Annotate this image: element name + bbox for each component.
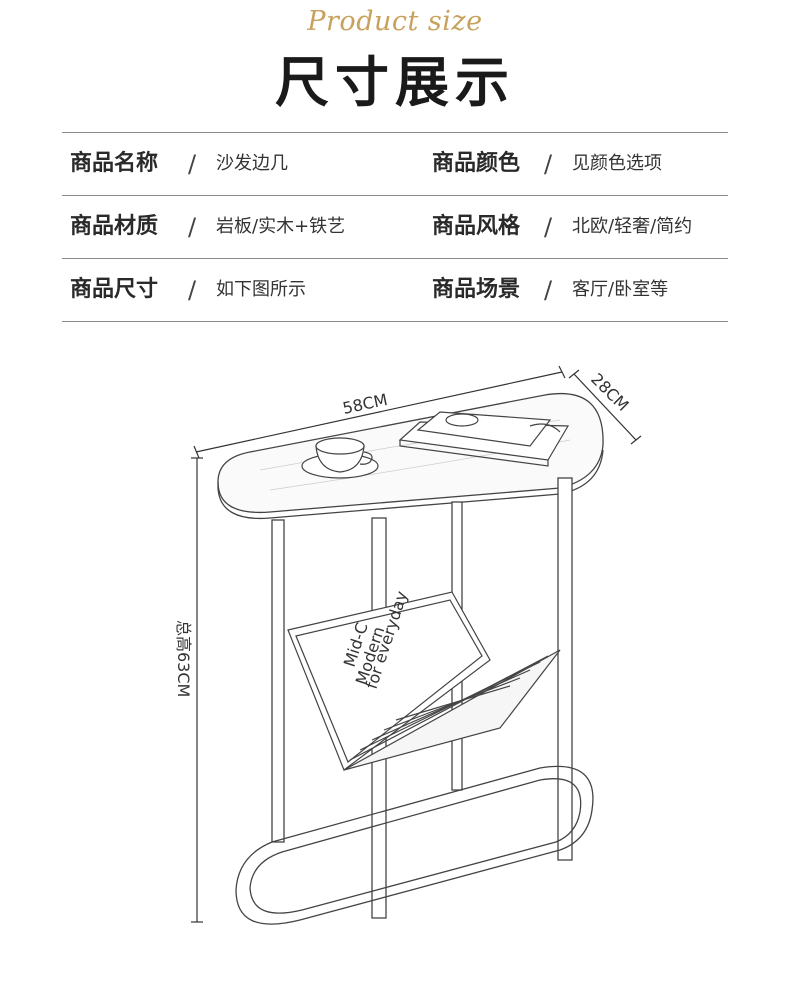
spec-value-size: 如下图所示: [216, 279, 306, 300]
spec-separator: /: [544, 276, 553, 304]
spec-table: 商品名称 / 沙发边几 商品颜色 / 见颜色选项 商品材质 / 岩板/实木+铁艺…: [62, 132, 728, 322]
height-label: 总高63CM: [174, 620, 193, 697]
spec-label-scene: 商品场景: [432, 277, 521, 302]
height-dimension: [191, 457, 203, 923]
spec-row: 商品材质 / 岩板/实木+铁艺 商品风格 / 北欧/轻奢/简约: [62, 196, 728, 259]
spec-value-style: 北欧/轻奢/简约: [572, 216, 693, 237]
spec-label-size: 商品尺寸: [70, 277, 159, 302]
spec-label-material: 商品材质: [70, 214, 159, 239]
subtitle-english: Product size: [307, 6, 483, 37]
table-base-ring: [235, 765, 594, 925]
spec-separator: /: [188, 213, 197, 241]
spec-value-scene: 客厅/卧室等: [572, 279, 669, 300]
spec-separator: /: [544, 213, 553, 241]
depth-dimension: [568, 369, 642, 445]
spec-label-style: 商品风格: [432, 214, 521, 239]
spec-value-color: 见颜色选项: [572, 153, 662, 174]
spec-row: 商品名称 / 沙发边几 商品颜色 / 见颜色选项: [62, 133, 728, 196]
spec-separator: /: [188, 150, 197, 178]
coffee-cup-icon: [301, 437, 379, 479]
magazine-rack: [287, 591, 561, 771]
width-label: 58CM: [341, 390, 389, 418]
spec-separator: /: [544, 150, 553, 178]
page-title: 尺寸展示: [275, 51, 515, 114]
spec-value-material: 岩板/实木+铁艺: [216, 216, 346, 237]
spec-value-name: 沙发边几: [216, 153, 288, 174]
spec-row: 商品尺寸 / 如下图所示 商品场景 / 客厅/卧室等: [62, 259, 728, 322]
spec-separator: /: [188, 276, 197, 304]
spec-label-color: 商品颜色: [432, 151, 521, 176]
book-stack-icon: [398, 411, 570, 467]
width-dimension: [193, 365, 566, 459]
spec-label-name: 商品名称: [70, 151, 159, 176]
